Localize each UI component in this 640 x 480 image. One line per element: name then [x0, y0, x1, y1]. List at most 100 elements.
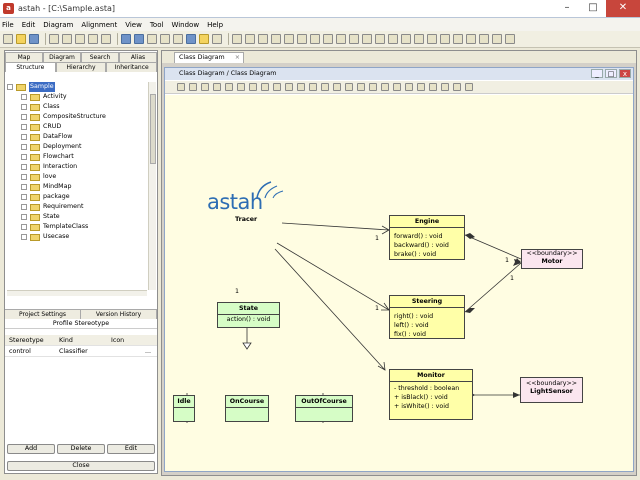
copy-icon[interactable] — [75, 34, 85, 44]
class-steering[interactable]: Steering right() : void left() : void fi… — [389, 295, 465, 339]
expand-icon[interactable] — [21, 234, 27, 240]
tree-horizontal-scrollbar[interactable] — [7, 290, 147, 296]
line-color-icon[interactable] — [362, 34, 372, 44]
highlight-icon[interactable] — [199, 34, 209, 44]
tab-version-history[interactable]: Version History — [81, 310, 157, 319]
extra-tool-icon[interactable] — [466, 34, 476, 44]
class-motor[interactable]: <<boundary>> Motor — [521, 249, 583, 269]
align-middle-icon[interactable] — [245, 34, 255, 44]
menu-tool[interactable]: Tool — [149, 20, 164, 29]
class-engine[interactable]: Engine forward() : void backward() : voi… — [389, 215, 465, 260]
tree-item[interactable]: Requirement — [7, 202, 145, 212]
menu-file[interactable]: File — [2, 20, 14, 29]
menu-view[interactable]: View — [125, 20, 142, 29]
menu-window[interactable]: Window — [171, 20, 200, 29]
diagram-maximize-button[interactable]: □ — [605, 69, 617, 78]
link-tool-icon[interactable] — [345, 83, 353, 91]
close-window-button[interactable]: ✕ — [606, 0, 640, 17]
tree-item[interactable]: Flowchart — [7, 152, 145, 162]
edit-button[interactable]: Edit — [107, 444, 155, 454]
minimize-button[interactable]: – — [564, 2, 570, 13]
tab-search[interactable]: Search — [81, 52, 119, 62]
zoom-in-icon[interactable] — [147, 34, 157, 44]
tree-item[interactable]: TemplateClass — [7, 222, 145, 232]
composition-tool-icon[interactable] — [261, 83, 269, 91]
tracer-monitor-link[interactable] — [274, 248, 386, 371]
col-kind[interactable]: Kind — [59, 337, 73, 344]
delete-button[interactable]: Delete — [57, 444, 105, 454]
menu-edit[interactable]: Edit — [21, 20, 36, 29]
tab-alias[interactable]: Alias — [119, 52, 157, 62]
col-stereotype[interactable]: Stereotype — [9, 337, 44, 344]
expand-icon[interactable] — [21, 154, 27, 160]
new-file-icon[interactable] — [3, 34, 13, 44]
tree-item[interactable]: CRUD — [7, 122, 145, 132]
tree-item[interactable]: CompositeStructure — [7, 112, 145, 122]
tree-item[interactable]: Interaction — [7, 162, 145, 172]
settings-icon[interactable] — [453, 34, 463, 44]
tree-item[interactable]: love — [7, 172, 145, 182]
zoom-fit-icon[interactable] — [173, 34, 183, 44]
same-height-icon[interactable] — [336, 34, 346, 44]
legend-tool-icon[interactable] — [465, 83, 473, 91]
tree-vertical-scrollbar[interactable] — [148, 82, 156, 290]
snap-icon[interactable] — [427, 34, 437, 44]
class-tool-icon[interactable] — [201, 83, 209, 91]
tab-diagram[interactable]: Diagram — [43, 52, 81, 62]
arrow-right-icon[interactable] — [212, 34, 222, 44]
layer-icon[interactable] — [401, 34, 411, 44]
fill-color-icon[interactable] — [375, 34, 385, 44]
save-icon[interactable] — [29, 34, 39, 44]
boundary-tool-icon[interactable] — [357, 83, 365, 91]
tree-item[interactable]: State — [7, 212, 145, 222]
realization-tool-icon[interactable] — [285, 83, 293, 91]
align-top-icon[interactable] — [232, 34, 242, 44]
close-button[interactable]: Close — [7, 461, 155, 471]
undo-icon[interactable] — [121, 34, 131, 44]
tree-item[interactable]: Usecase — [7, 232, 145, 242]
control-tool-icon[interactable] — [369, 83, 377, 91]
expand-icon[interactable] — [21, 214, 27, 220]
expand-icon[interactable] — [21, 144, 27, 150]
font-icon[interactable] — [388, 34, 398, 44]
tab-inheritance[interactable]: Inheritance — [106, 62, 158, 72]
tree-item[interactable]: DataFlow — [7, 132, 145, 142]
expand-icon[interactable] — [21, 94, 27, 100]
tab-class-diagram[interactable]: Class Diagram × — [174, 52, 244, 63]
tab-project-settings[interactable]: Project Settings — [5, 310, 81, 319]
line-style-icon[interactable] — [349, 34, 359, 44]
cut-icon[interactable] — [62, 34, 72, 44]
close-tab-icon[interactable]: × — [234, 54, 240, 61]
interface-tool-icon[interactable] — [213, 83, 221, 91]
class-state[interactable]: State action() : void — [217, 302, 280, 328]
align-left-icon[interactable] — [271, 34, 281, 44]
print-icon[interactable] — [49, 34, 59, 44]
maximize-button[interactable]: □ — [588, 2, 598, 13]
expand-icon[interactable] — [21, 224, 27, 230]
class-light-sensor[interactable]: <<boundary>> LightSensor — [520, 377, 583, 403]
astah-tracer-logo[interactable]: astah Tracer — [207, 181, 284, 223]
entity-tool-icon[interactable] — [381, 83, 389, 91]
col-icon[interactable]: Icon — [111, 337, 125, 344]
more-tools-icon[interactable] — [440, 34, 450, 44]
menu-alignment[interactable]: Alignment — [81, 20, 118, 29]
rectangle-tool-icon[interactable] — [417, 83, 425, 91]
menu-help[interactable]: Help — [207, 20, 224, 29]
collapse-icon[interactable] — [7, 84, 13, 90]
scrollbar-thumb[interactable] — [150, 94, 156, 164]
tracer-steering-link[interactable] — [276, 242, 390, 311]
expand-icon[interactable] — [21, 184, 27, 190]
text-tool-icon[interactable] — [405, 83, 413, 91]
image-tool-icon[interactable] — [453, 83, 461, 91]
steering-motor-link[interactable] — [464, 262, 522, 313]
extra-tool-icon[interactable] — [479, 34, 489, 44]
note-anchor-tool-icon[interactable] — [393, 83, 401, 91]
template-tool-icon[interactable] — [321, 83, 329, 91]
package-tool-icon[interactable] — [189, 83, 197, 91]
expand-icon[interactable] — [21, 104, 27, 110]
zoom-select-icon[interactable] — [186, 34, 196, 44]
class-monitor[interactable]: Monitor - threshold : boolean + isBlack(… — [389, 369, 473, 420]
tracer-engine-link[interactable] — [281, 222, 390, 231]
tree-item[interactable]: Activity — [7, 92, 145, 102]
ellipse-tool-icon[interactable] — [429, 83, 437, 91]
